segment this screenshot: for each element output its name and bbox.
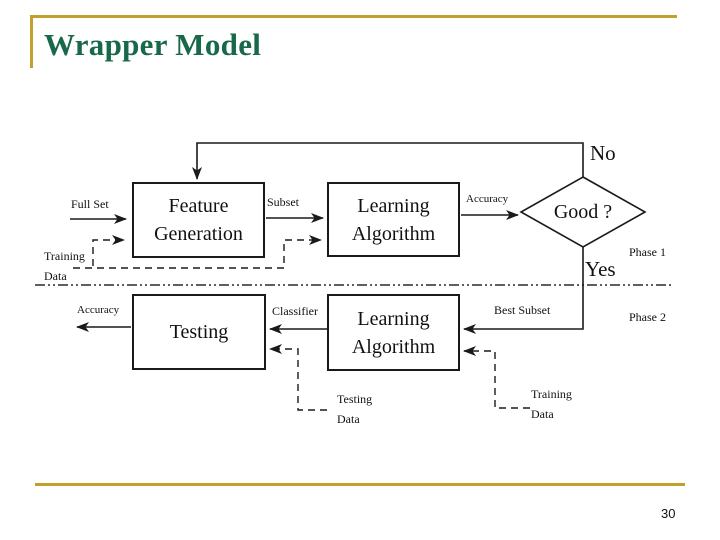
training-data-label-phase2: Training Data xyxy=(531,387,572,421)
top-accent-line xyxy=(33,15,677,18)
good-decision-label: Good ? xyxy=(553,200,613,223)
learning-algorithm-label-phase1: Learning Algorithm xyxy=(351,194,436,245)
phase1-label: Phase 1 xyxy=(629,245,666,259)
bottom-accent-line xyxy=(35,483,685,486)
learning-algorithm-label-phase2: Learning Algorithm xyxy=(351,307,436,358)
classifier-label: Classifier xyxy=(272,304,318,318)
testing-label: Testing xyxy=(169,321,229,343)
no-feedback-arrow xyxy=(192,142,584,180)
accuracy-label-phase2: Accuracy xyxy=(77,304,120,316)
training-data-dashed-arrow-la2 xyxy=(463,346,530,409)
subset-label: Subset xyxy=(267,195,300,209)
accuracy-label-phase1: Accuracy xyxy=(466,193,509,205)
testing-box: Testing xyxy=(132,294,266,370)
learning-algorithm-box-phase2: Learning Algorithm xyxy=(327,294,460,371)
title-accent-bar xyxy=(30,15,33,68)
page-number: 30 xyxy=(661,506,676,521)
best-subset-label: Best Subset xyxy=(494,303,551,317)
testing-data-label: Testing Data xyxy=(337,392,373,426)
full-set-label: Full Set xyxy=(71,197,109,211)
testing-data-dashed-arrow xyxy=(269,344,327,411)
training-data-label-phase1: Training Data xyxy=(44,249,85,283)
no-label: No xyxy=(590,141,616,165)
yes-label: Yes xyxy=(585,257,616,281)
slide-title: Wrapper Model xyxy=(44,27,262,62)
phase2-label: Phase 2 xyxy=(629,310,666,324)
feature-generation-label: Feature Generation xyxy=(154,195,243,245)
learning-algorithm-box-phase1: Learning Algorithm xyxy=(327,182,460,257)
feature-generation-box: Feature Generation xyxy=(132,182,265,258)
